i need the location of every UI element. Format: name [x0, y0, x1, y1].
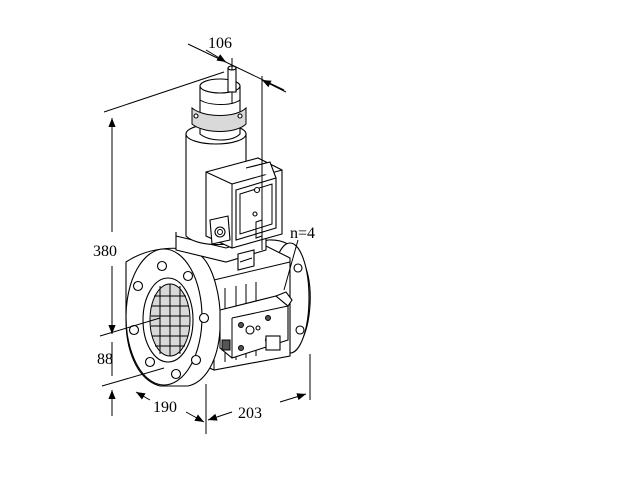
dim-190-arrow-left: [135, 391, 151, 401]
holes-leader: [283, 239, 299, 291]
control-module: [219, 291, 293, 359]
dim-380-label: 380: [93, 243, 117, 260]
dim-88-ext-bottom: [101, 367, 165, 387]
dim-190-label: 190: [153, 399, 177, 416]
dim-203-arrow-left: [207, 411, 233, 421]
dimension-lines: [99, 43, 311, 434]
dim-88-label: 88: [97, 351, 113, 368]
dim-190-arrow-right: [185, 411, 205, 423]
dim-106-arrow-left: [205, 49, 227, 63]
holes-label: n=4: [290, 225, 315, 242]
dim-203-label: 203: [238, 405, 262, 422]
dim-203-arrow-right: [279, 393, 307, 403]
front-flange: [125, 247, 221, 387]
dim-380-ext-top: [103, 71, 225, 113]
dim-106-arrow-right: [261, 79, 287, 93]
dim-106-label: 106: [208, 35, 232, 52]
dim-380-ext-bottom: [99, 317, 161, 337]
connector-box: [205, 157, 283, 249]
valve-body: [125, 232, 311, 387]
